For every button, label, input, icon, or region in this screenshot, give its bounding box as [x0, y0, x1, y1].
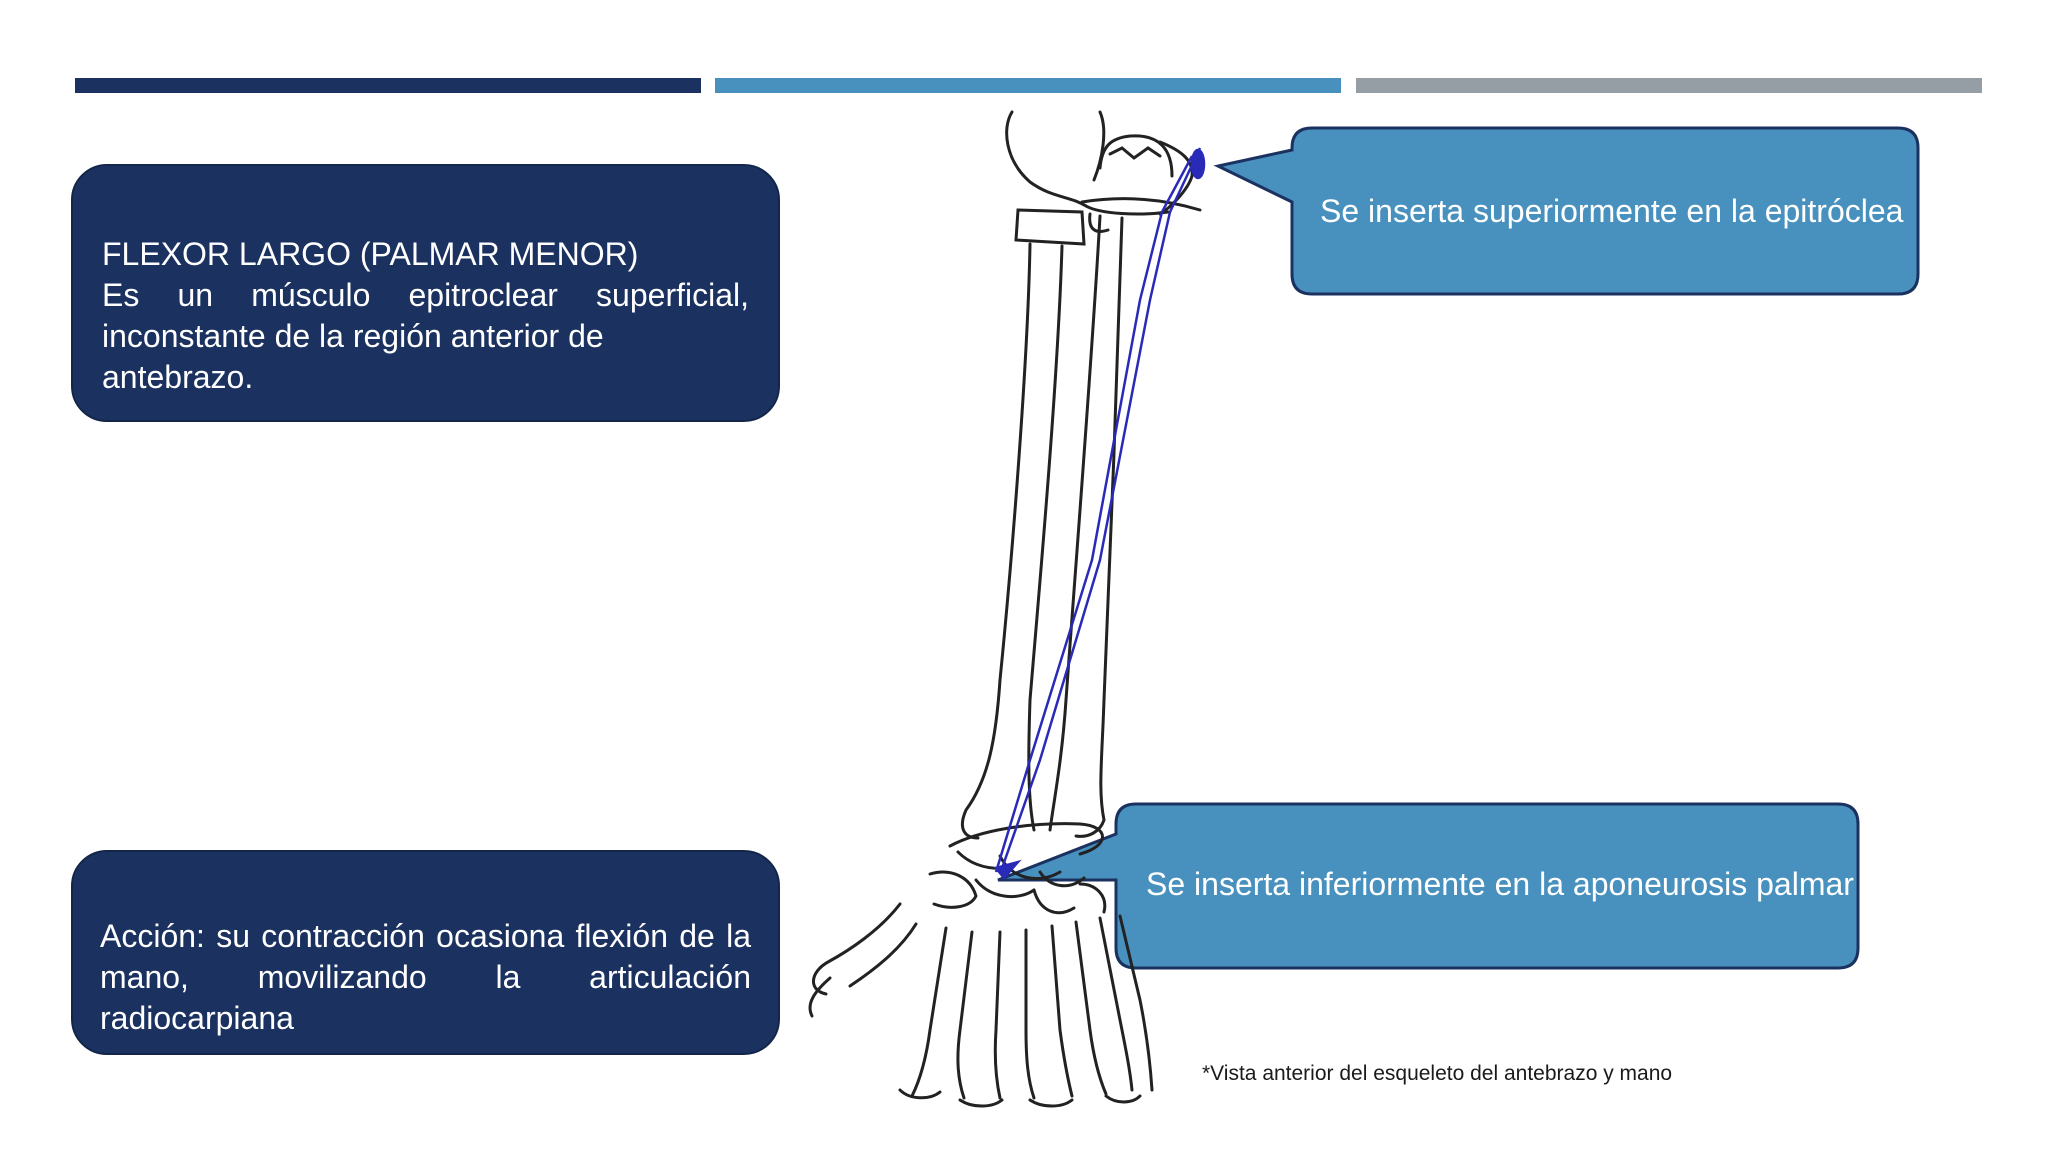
header-bar-blue	[715, 78, 1341, 93]
bone-drawing	[808, 110, 1202, 1108]
action-line-1: Acción: su contracción ocasiona flexión …	[100, 918, 751, 954]
muscle-title: FLEXOR LARGO (PALMAR MENOR)	[102, 236, 639, 272]
callout-bottom-shape	[997, 802, 1860, 970]
callout-top-text: Se inserta superiormente en la epitrócle…	[1320, 193, 1904, 229]
action-line-2: mano, movilizando la articulación radioc…	[100, 959, 751, 1036]
header-bar-gray	[1356, 78, 1982, 93]
description-box: FLEXOR LARGO (PALMAR MENOR) Es un múscul…	[71, 164, 780, 422]
description-line-2: inconstante de la región anterior de ant…	[102, 318, 604, 395]
callout-bottom-text: Se inserta inferiormente en la aponeuros…	[1146, 866, 1854, 902]
figure-caption: *Vista anterior del esqueleto del antebr…	[1202, 1062, 1673, 1085]
header-bar-dark	[75, 78, 701, 93]
action-box: Acción: su contracción ocasiona flexión …	[71, 850, 780, 1055]
palmaris-longus-line	[993, 147, 1206, 880]
description-line-1: Es un músculo epitroclear superficial,	[102, 277, 749, 313]
callout-top-shape	[1213, 126, 1920, 296]
